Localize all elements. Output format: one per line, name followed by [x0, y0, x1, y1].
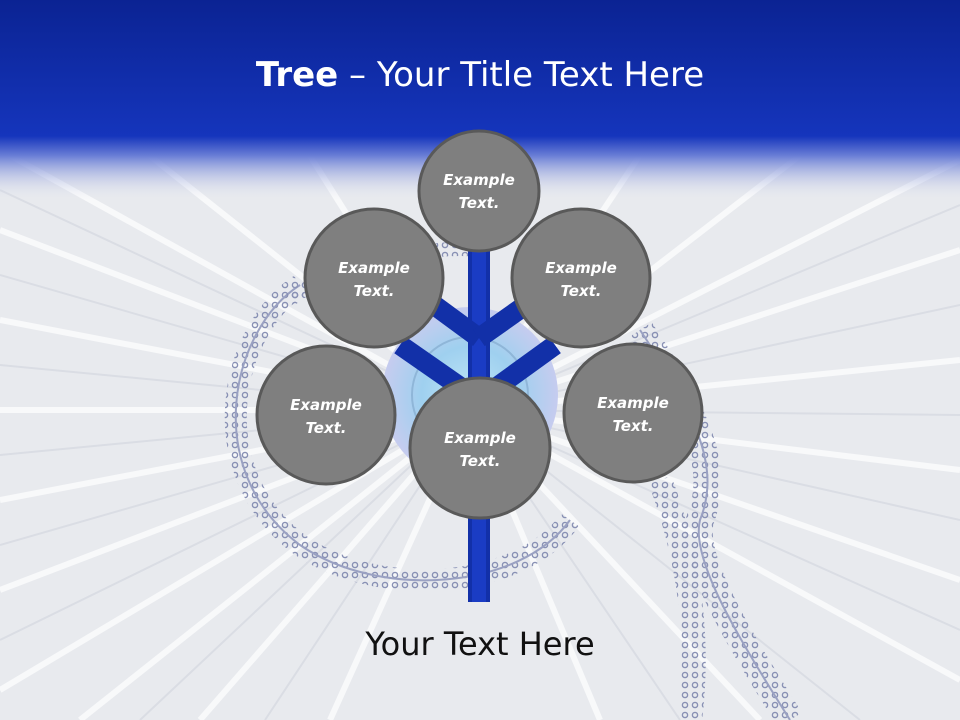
slide-title-bold: Tree — [255, 55, 339, 95]
node-top-line2: Text. — [458, 194, 499, 212]
tree-node-center: Example Text. — [408, 376, 552, 520]
node-center-line1: Example — [444, 429, 516, 447]
tree-nodes: Example Text. Example Text. Example Text… — [255, 129, 704, 520]
slide-title-rest: Your Title Text Here — [376, 55, 705, 95]
slide-title: Tree – Your Title Text Here — [0, 52, 960, 98]
node-center-line2: Text. — [459, 452, 500, 470]
node-middle-right-line2: Text. — [612, 417, 653, 435]
slide-title-separator: – — [338, 55, 377, 95]
tree-node-middle-left: Example Text. — [255, 344, 397, 486]
footer-text: Your Text Here — [365, 625, 595, 663]
tree-node-middle-right: Example Text. — [562, 342, 704, 484]
node-upper-right-line1: Example — [545, 259, 617, 277]
node-top-line1: Example — [443, 171, 515, 189]
tree-node-upper-right: Example Text. — [510, 207, 652, 349]
tree-node-upper-left: Example Text. — [303, 207, 445, 349]
node-middle-left-line1: Example — [290, 396, 362, 414]
node-upper-left-line1: Example — [338, 259, 410, 277]
node-upper-right-line2: Text. — [560, 282, 601, 300]
node-upper-left-line2: Text. — [353, 282, 394, 300]
node-middle-left-line2: Text. — [305, 419, 346, 437]
tree-node-top: Example Text. — [417, 129, 541, 253]
node-middle-right-line1: Example — [597, 394, 669, 412]
